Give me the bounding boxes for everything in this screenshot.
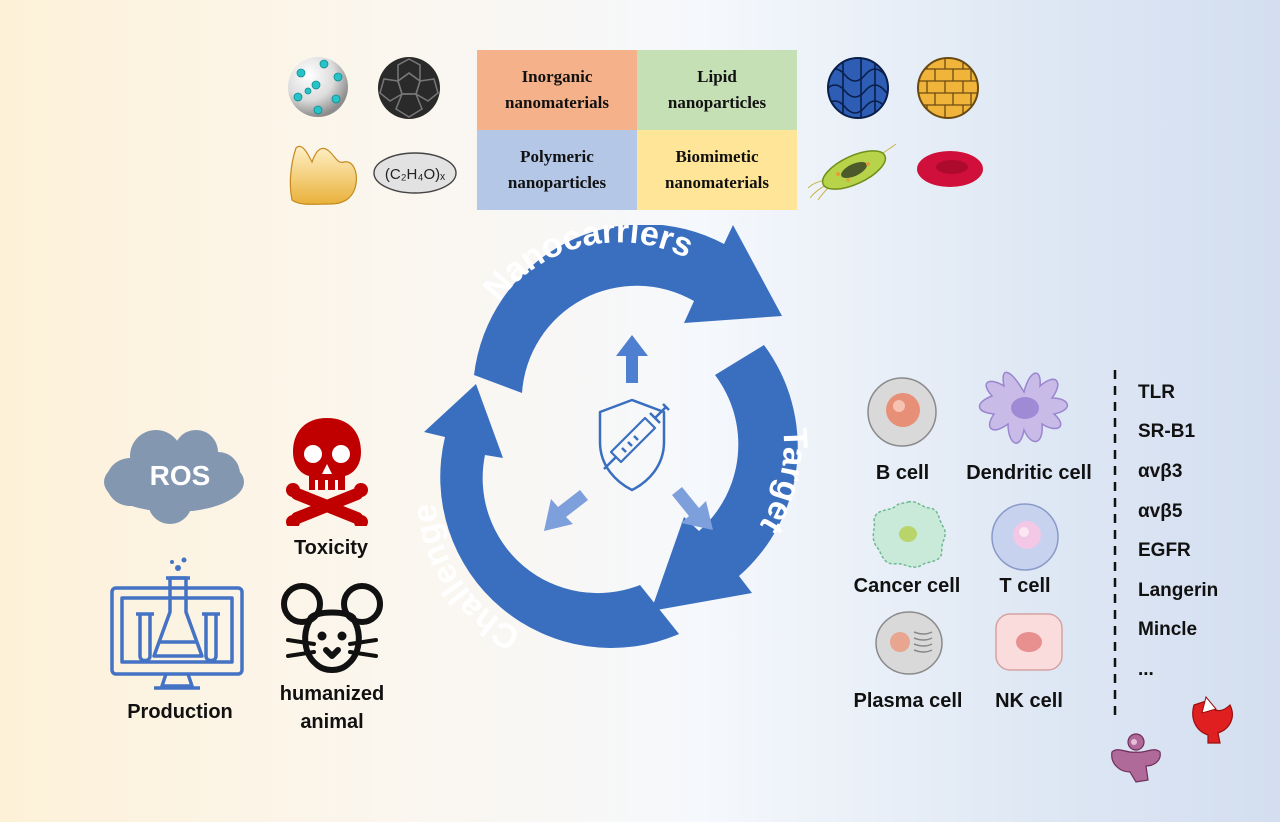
humanized-mouse-icon [281, 583, 383, 673]
biomimetic-nanomaterials-box: Biomimetic nanomaterials [637, 130, 797, 210]
polymeric-nanoparticles-box: Polymeric nanoparticles [477, 130, 637, 210]
peg-formula-icon: (C₂H₄O)ₓ [373, 152, 457, 194]
nanocarriers-arrow [474, 225, 782, 393]
down-right-inner-arrow [672, 487, 713, 530]
svg-text:ROS: ROS [150, 460, 211, 491]
up-inner-arrow [616, 335, 648, 383]
svg-text:(C₂H₄O)ₓ: (C₂H₄O)ₓ [385, 166, 445, 183]
dendritic-cell-icon [978, 371, 1068, 444]
t-cell-label: T cell [999, 575, 1051, 597]
b-cell-icon [867, 377, 937, 447]
receptor-avb3: αvβ3 [1138, 461, 1183, 482]
purple-receptor-icon [1111, 733, 1161, 783]
nk-cell-label: NK cell [995, 690, 1063, 712]
plasma-cell-label: Plasma cell [853, 690, 963, 712]
toxicity-label: Toxicity [293, 537, 369, 559]
receptor-mincle: Mincle [1138, 619, 1198, 640]
plasma-cell-icon [875, 611, 943, 675]
challenge-arrow [424, 384, 679, 648]
nk-cell-icon [995, 613, 1063, 671]
production-lab-icon [110, 557, 244, 690]
brick-lipid-icon [917, 57, 979, 119]
lipid-nanoparticles-box: Lipid nanoparticles [637, 50, 797, 130]
mesoporous-silica-icon [288, 57, 348, 117]
down-left-inner-arrow [544, 490, 588, 531]
t-cell-icon [991, 503, 1059, 571]
fullerene-icon [378, 57, 440, 119]
dendritic-cell-label: Dendritic cell [966, 462, 1092, 484]
bacterium-icon [808, 143, 897, 200]
receptor-avb5: αvβ5 [1138, 501, 1183, 522]
humanized-label: humanized [279, 683, 385, 705]
b-cell-label: B cell [875, 462, 930, 484]
receptor-tlr: TLR [1138, 382, 1175, 403]
target-arrow [651, 345, 798, 611]
receptor-sr-b1: SR-B1 [1138, 421, 1196, 442]
skull-crossbones-icon [286, 418, 368, 526]
inorganic-nanomaterials-box: Inorganic nanomaterials [477, 50, 637, 130]
red-receptor-icon [1192, 695, 1233, 744]
polymer-blob-icon [289, 145, 357, 205]
nanocarrier-cycle-diagram: Nanocarriers Target Challenge [405, 225, 814, 655]
receptor-langerin: Langerin [1138, 580, 1219, 601]
receptor-more: ... [1138, 659, 1154, 680]
cancer-cell-icon [872, 500, 946, 568]
cancer-cell-label: Cancer cell [853, 575, 961, 597]
production-label: Production [127, 701, 233, 723]
animal-label: animal [300, 711, 364, 733]
lipid-bilayer-icon [827, 57, 889, 119]
divider-dashed-line [1113, 370, 1117, 715]
ros-cloud-icon: ROS [104, 430, 244, 524]
red-blood-cell-icon [917, 151, 983, 187]
vaccine-shield-icon [598, 398, 670, 492]
receptor-egfr: EGFR [1138, 540, 1191, 561]
